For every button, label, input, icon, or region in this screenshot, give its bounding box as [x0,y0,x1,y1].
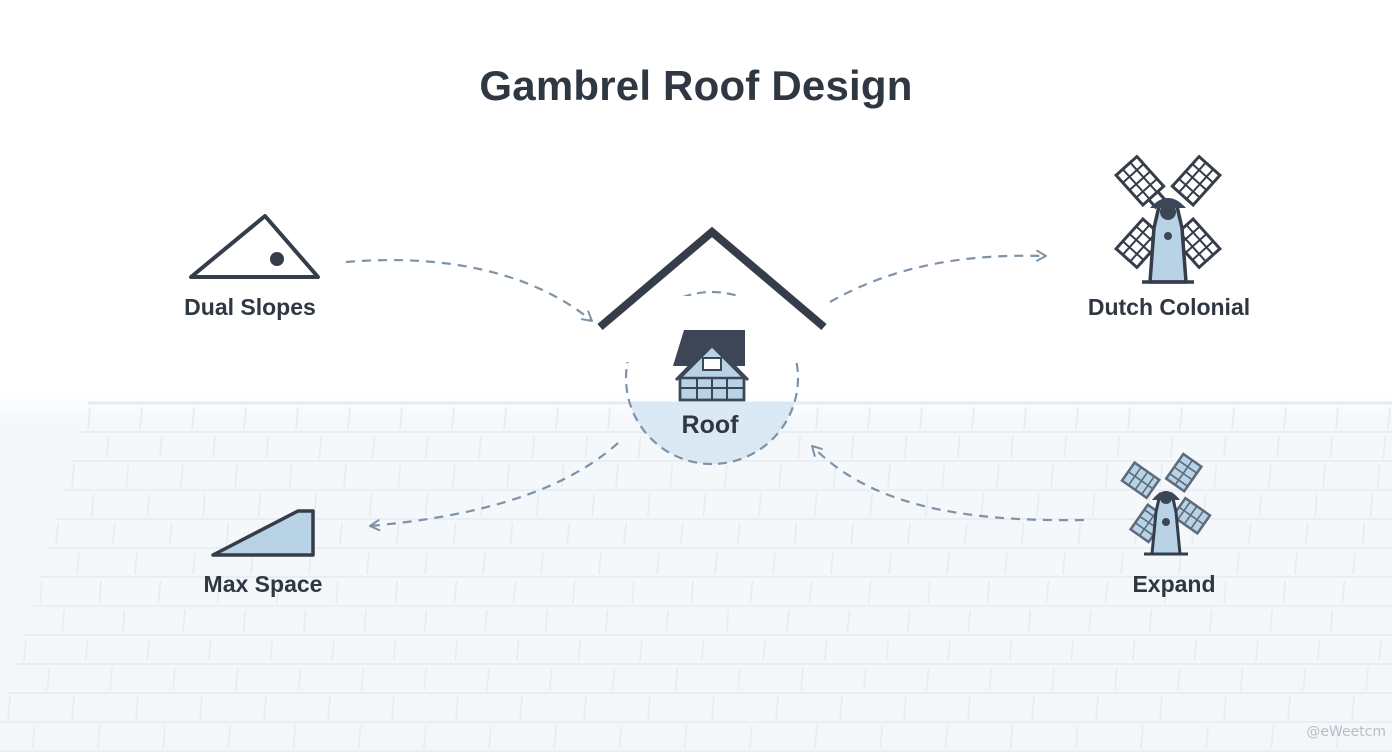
arrow-roof-to-dutch-colonial [829,249,1047,303]
center-roof-group [596,226,836,466]
node-label-dutch-colonial: Dutch Colonial [1087,294,1251,320]
roof-peak-icon [597,226,827,331]
node-label-expand: Expand [1132,571,1216,597]
wedge-icon [211,509,315,557]
center-label-roof: Roof [681,411,739,439]
watermark: @eWeetcm [1306,724,1386,740]
arrow-expand-to-roof [811,445,1085,522]
house-icon [673,330,750,402]
arrow-roof-to-max-space [369,442,619,532]
windmill-small-icon [1120,452,1212,556]
arrow-dual-slopes-to-roof [345,258,593,322]
node-label-max-space: Max Space [203,571,323,597]
windmill-icon [1113,154,1223,284]
node-label-dual-slopes: Dual Slopes [184,294,316,320]
triangle-slope-icon [189,214,320,279]
center-dashed-circle [624,290,800,466]
diagram-title: Gambrel Roof Design [479,62,913,109]
